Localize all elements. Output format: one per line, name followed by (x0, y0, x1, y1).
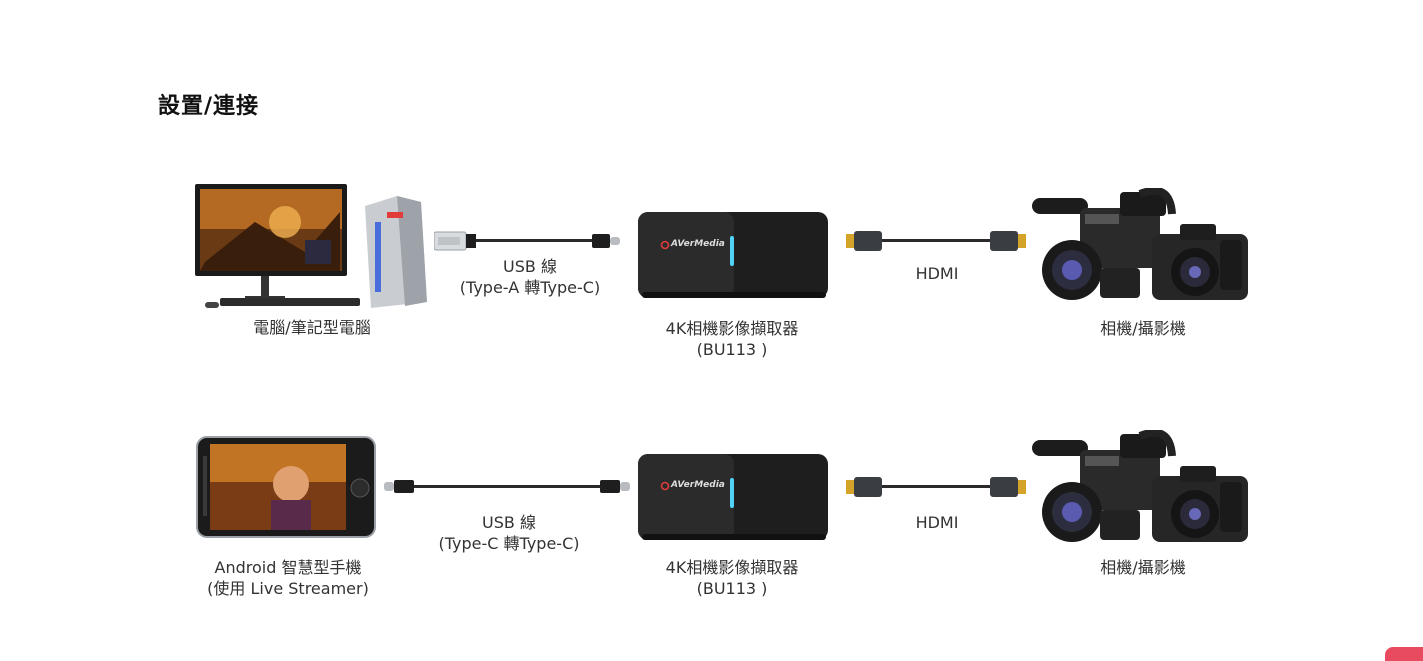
section-title: 設置/連接 (158, 94, 260, 119)
cable-label-usb-a-c: USB 線 (Type-A 轉Type-C) (459, 257, 601, 297)
source-label-pc: 電腦/筆記型電腦 (253, 318, 371, 337)
capture-device-bu113 (638, 454, 830, 544)
device-brand-logo: AVerMedia (671, 239, 725, 249)
device-label: 4K相機影像擷取器 (BU113 ) (665, 558, 799, 598)
cameras-image (1030, 430, 1255, 555)
usb-c-to-c-cable (384, 474, 634, 500)
cable-label-usb-c-c: USB 線 (Type-C 轉Type-C) (438, 513, 580, 553)
corner-widget[interactable] (1385, 647, 1423, 661)
usb-a-to-c-cable (434, 226, 624, 256)
hdmi-cable (846, 474, 1028, 500)
hdmi-label: HDMI (915, 264, 959, 283)
capture-device-bu113 (638, 212, 830, 302)
camera-label: 相機/攝影機 (1100, 319, 1186, 338)
hdmi-label: HDMI (915, 513, 959, 532)
device-label: 4K相機影像擷取器 (BU113 ) (665, 319, 799, 359)
source-label-android: Android 智慧型手機 (使用 Live Streamer) (207, 558, 369, 598)
camera-label: 相機/攝影機 (1100, 558, 1186, 577)
hdmi-cable (846, 228, 1028, 254)
cameras-image (1030, 188, 1255, 313)
device-brand-logo: AVerMedia (671, 480, 725, 490)
desktop-pc-image (165, 182, 445, 312)
android-phone-image (196, 436, 378, 540)
